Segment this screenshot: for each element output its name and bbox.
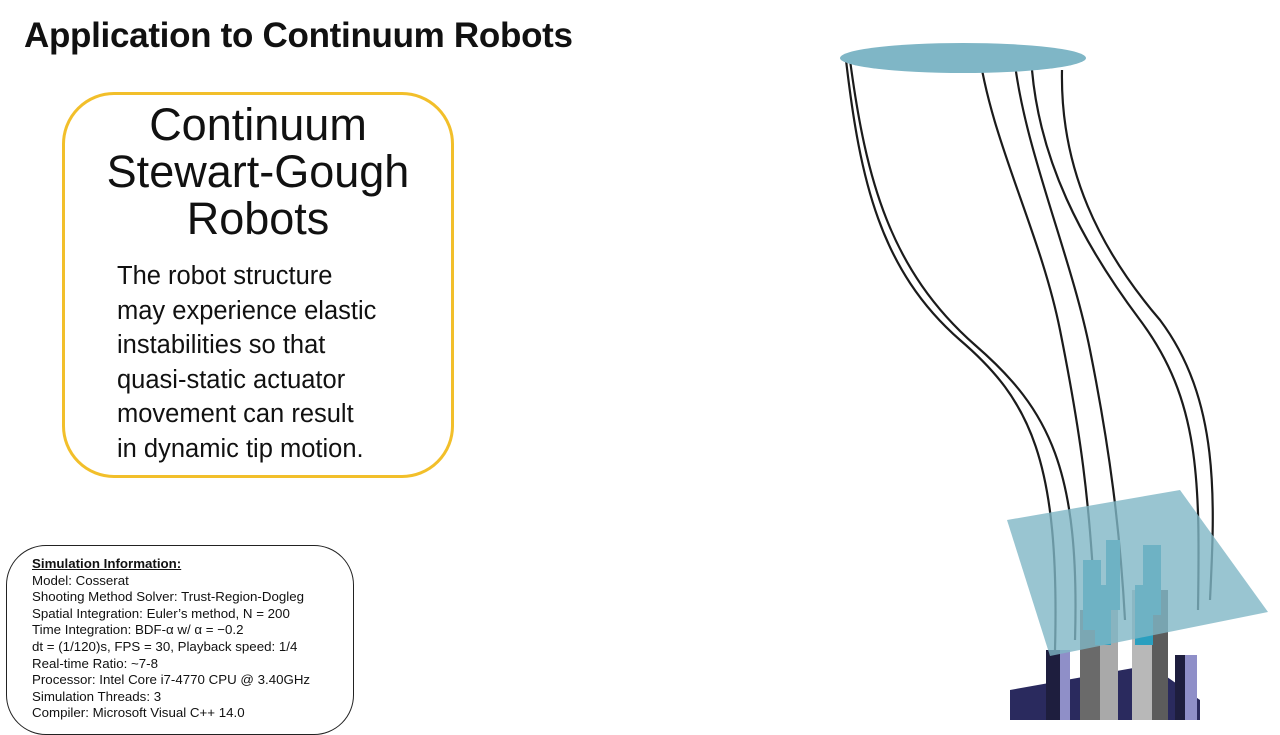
card-title: Continuum Stewart-Gough Robots — [65, 101, 451, 242]
card-body-line: The robot structure — [117, 262, 333, 290]
card-body-line: may experience elastic — [117, 296, 377, 325]
card-body-line: instabilities so that — [117, 331, 326, 359]
card-title-line: Stewart-Gough — [106, 146, 410, 197]
card-title-line: Robots — [186, 193, 330, 244]
info-line: Shooting Method Solver: Trust-Region-Dog… — [32, 589, 304, 605]
simulation-info-text: Simulation Information: Model: Cosserat … — [32, 556, 310, 722]
info-line: Simulation Threads: 3 — [32, 688, 162, 704]
card-body-line: quasi-static actuator — [117, 365, 346, 394]
card-body-line: in dynamic tip motion. — [117, 434, 364, 463]
top-platform — [840, 43, 1086, 73]
card-body: The robot structure may experience elast… — [117, 259, 376, 466]
robot-type-card: Continuum Stewart-Gough Robots The robot… — [62, 92, 454, 478]
info-line: Processor: Intel Core i7-4770 CPU @ 3.40… — [32, 672, 311, 688]
card-body-line: movement can result — [117, 400, 354, 428]
info-line: dt = (1/120)s, FPS = 30, Playback speed:… — [32, 638, 298, 654]
slide-title: Application to Continuum Robots — [24, 16, 573, 55]
info-line: Compiler: Microsoft Visual C++ 14.0 — [32, 705, 245, 721]
simulation-info-heading: Simulation Information: — [32, 556, 182, 571]
robot-simulation-render — [840, 43, 1268, 720]
info-line: Spatial Integration: Euler’s method, N =… — [32, 605, 290, 621]
info-line: Real-time Ratio: ~7-8 — [32, 655, 159, 671]
info-line: Time Integration: BDF-α w/ α = −0.2 — [32, 622, 244, 638]
lower-platform — [1007, 490, 1268, 656]
card-title-line: Continuum — [149, 99, 367, 150]
info-line: Model: Cosserat — [32, 572, 129, 588]
